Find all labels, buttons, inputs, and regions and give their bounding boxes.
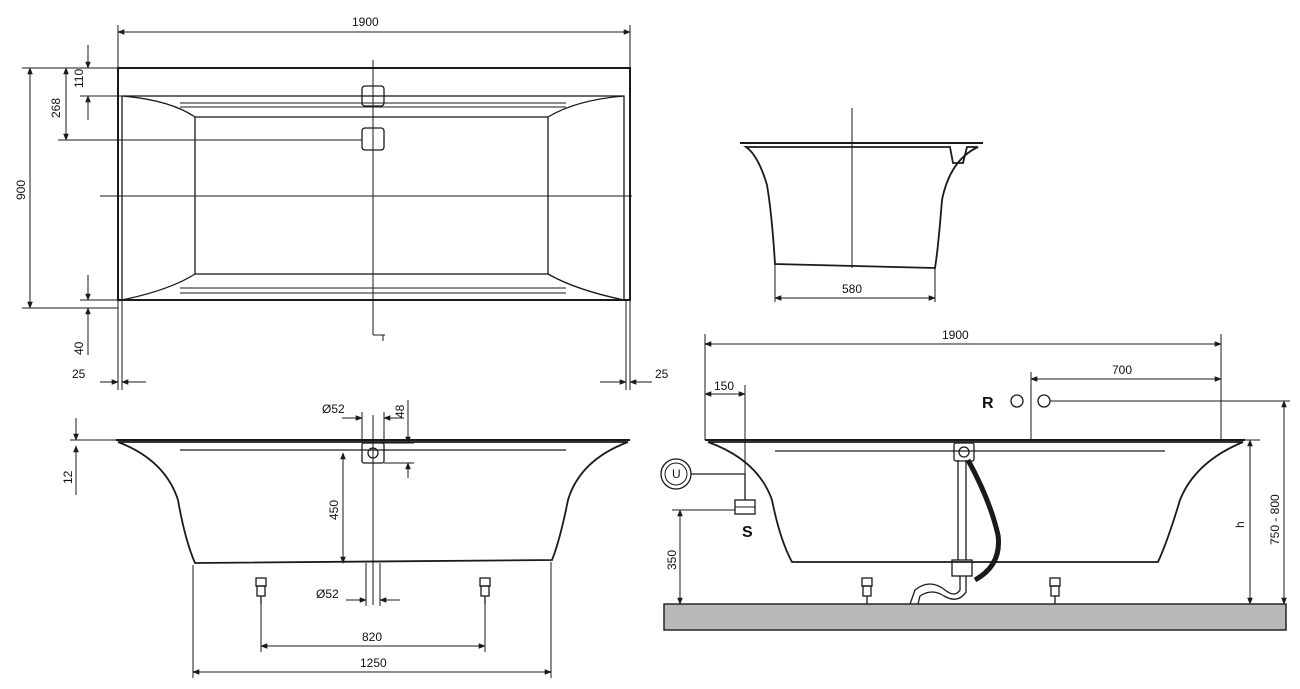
side-outlet-icon <box>953 442 975 462</box>
top-depth-label: 900 <box>14 180 28 200</box>
depth-450-label: 450 <box>327 500 341 520</box>
foot-right <box>479 577 491 604</box>
end-bottom-width-label: 580 <box>842 282 862 296</box>
foot-left <box>255 577 267 604</box>
tap-hot-icon <box>1037 394 1051 408</box>
siphon-label: S <box>742 524 753 541</box>
end-view: 580 <box>740 108 983 302</box>
top-view-slopes <box>121 95 625 301</box>
floor-height-label: 350 <box>665 550 679 570</box>
tap-offset-label: 700 <box>1112 363 1132 377</box>
drain-diameter-label: Ø52 <box>316 587 339 601</box>
drain-icon <box>361 127 385 151</box>
height-h-label: h <box>1233 521 1247 528</box>
height-range-label: 750 - 800 <box>1268 494 1282 545</box>
offset-40-label: 40 <box>72 341 86 355</box>
side-view: 1900 700 R 150 U S 350 <box>660 328 1290 631</box>
side-foot-left <box>861 577 873 604</box>
drain-pipe <box>957 460 967 560</box>
floor-slab <box>663 603 1287 631</box>
rim-label: 12 <box>61 470 75 484</box>
offset-268-label: 268 <box>49 98 63 118</box>
edge-left-label: 25 <box>72 367 86 381</box>
front-view: 12 Ø52 48 450 Ø52 <box>61 400 630 678</box>
top-view: 1900 900 268 110 40 25 25 <box>14 15 669 390</box>
trap-body <box>951 559 973 577</box>
side-foot-right <box>1049 577 1061 604</box>
offset-48-label: 48 <box>393 404 407 418</box>
base-length-label: 1250 <box>360 656 387 670</box>
offset-110-label: 110 <box>72 69 86 88</box>
tap-label: R <box>982 395 994 412</box>
feet-spacing-label: 820 <box>362 630 382 644</box>
overflow-offset-label: 150 <box>714 379 734 393</box>
outlet-diameter-label: Ø52 <box>322 402 345 416</box>
side-view-tub <box>707 441 1244 563</box>
waste-trap <box>909 576 967 605</box>
end-view-tub <box>743 146 979 269</box>
front-overflow-icon <box>361 442 385 464</box>
supply-label: U <box>672 467 681 481</box>
side-width-label: 1900 <box>942 328 969 342</box>
top-width-label: 1900 <box>352 15 379 29</box>
overflow-hose <box>965 458 1002 583</box>
tap-cold-icon <box>1010 394 1024 408</box>
edge-right-label: 25 <box>655 367 669 381</box>
